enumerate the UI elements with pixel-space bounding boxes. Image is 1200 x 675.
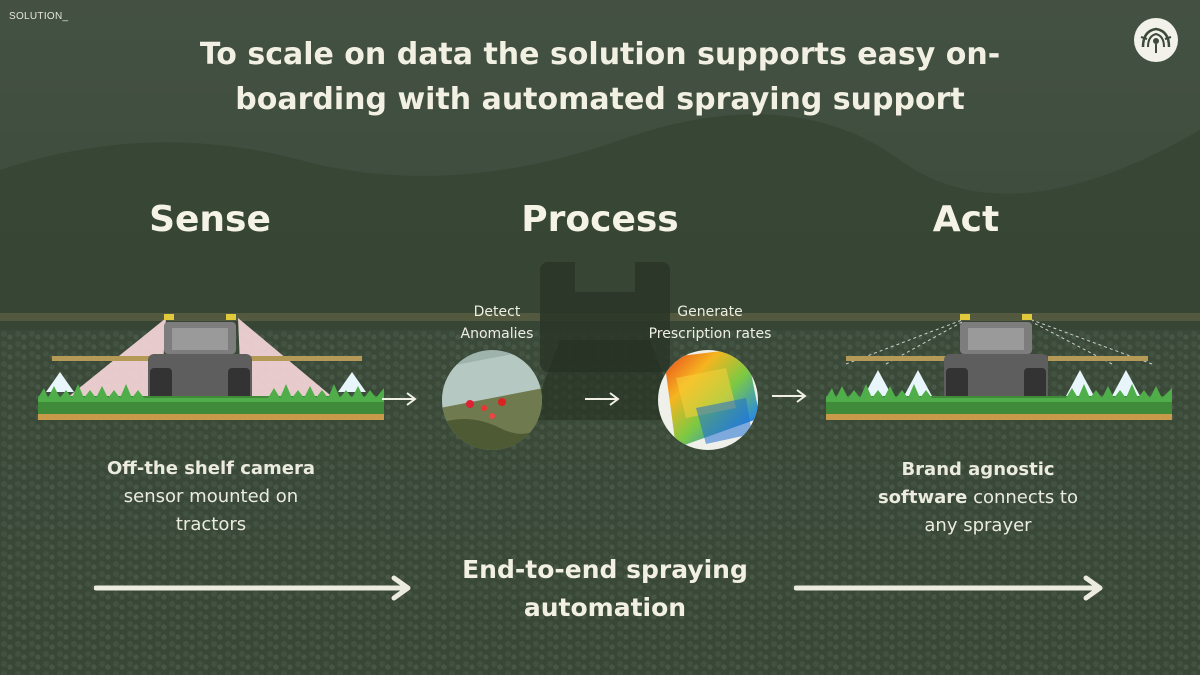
end-to-end-automation-text: End-to-end spraying automation — [420, 551, 790, 627]
detect-anomalies-image — [442, 350, 542, 450]
detect-label-line2: Anomalies — [460, 326, 534, 342]
detect-anomalies-label: Detect Anomalies — [432, 301, 562, 345]
bottom-text-line1: End-to-end spraying — [462, 555, 748, 584]
arrow-right-icon — [382, 392, 417, 406]
page-title: To scale on data the solution supports e… — [199, 37, 1001, 117]
sense-desc-bold: Off-the shelf camera — [106, 458, 316, 479]
act-desc-bold2: software — [877, 487, 968, 508]
act-sprayer-tractor-illustration — [826, 314, 1172, 420]
act-desc-rest2: connects to — [967, 487, 1079, 508]
long-arrow-left-icon — [94, 575, 411, 601]
generate-label-line2: Prescription rates — [648, 326, 772, 342]
generate-prescription-label: Generate Prescription rates — [630, 301, 790, 345]
prescription-heatmap-image — [658, 350, 758, 450]
section-tag: SOLUTION_ — [9, 11, 69, 22]
generate-label-line1: Generate — [677, 304, 743, 320]
arrow-right-icon-3 — [772, 389, 807, 403]
act-desc-bold1: Brand agnostic — [901, 459, 1055, 480]
sense-desc-line3: tractors — [175, 514, 247, 535]
detect-label-line1: Detect — [473, 304, 521, 320]
sense-description: Off-the shelf camera sensor mounted on t… — [80, 455, 342, 539]
bottom-text-line2: automation — [523, 593, 687, 622]
stage-sense-heading: Sense — [149, 199, 271, 240]
sense-tractor-camera-illustration — [38, 314, 384, 420]
act-description: Brand agnostic software connects to any … — [850, 456, 1106, 540]
sense-desc-line2: sensor mounted on — [123, 486, 299, 507]
stage-act-heading: Act — [932, 199, 1000, 240]
stage-process-heading: Process — [521, 199, 679, 240]
arrow-right-icon-2 — [585, 392, 620, 406]
brand-logo-icon — [1134, 18, 1178, 62]
act-desc-line3: any sprayer — [924, 515, 1032, 536]
long-arrow-right-icon — [794, 575, 1103, 601]
